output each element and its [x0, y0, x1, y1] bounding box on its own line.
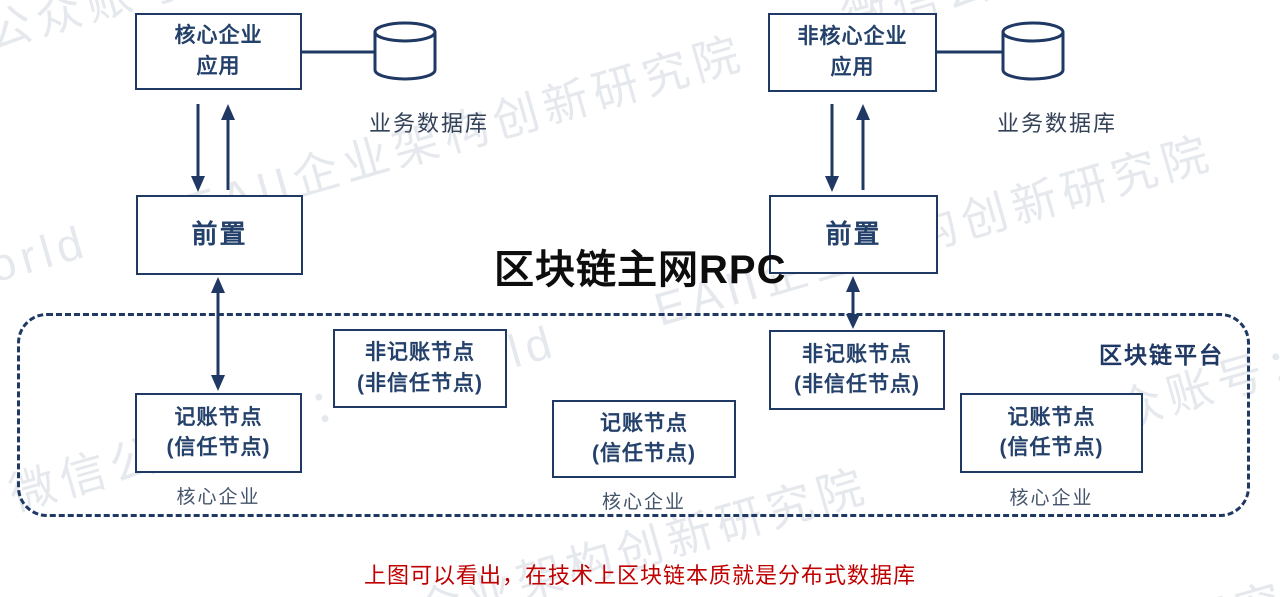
ledger-node-label: 记账节点 (信任节点) [166, 405, 271, 459]
ledger-node-caption-right: 核心企业 [1009, 488, 1094, 509]
ledger-node-caption-left: 核心企业 [176, 487, 261, 508]
business-database-left [372, 20, 438, 87]
front-box-right: 前置 [769, 195, 938, 274]
arrow-front-observer-right-double [846, 276, 860, 329]
front-label-left: 前置 [191, 219, 248, 250]
core-enterprise-app-box: 核心企业 应用 [135, 13, 302, 90]
ledger-node-box-right: 记账节点 (信任节点) [960, 393, 1143, 473]
arrow-front-to-noncoreapp-up [856, 104, 870, 190]
business-database-label-right: 业务数据库 [997, 111, 1118, 136]
observer-node-label: 非记账节点 (非信任节点) [794, 342, 920, 396]
arrow-front-to-coreapp-up [221, 104, 235, 190]
bottom-conclusion-text: 上图可以看出，在技术上区块链本质就是分布式数据库 [363, 563, 916, 588]
noncore-enterprise-app-label: 非核心企业 应用 [797, 25, 908, 79]
business-database-right [1000, 20, 1066, 87]
observer-node-box-right: 非记账节点 (非信任节点) [769, 330, 945, 410]
observer-node-box-left: 非记账节点 (非信任节点) [333, 329, 507, 408]
ledger-node-box-middle: 记账节点 (信任节点) [552, 400, 736, 478]
front-box-left: 前置 [136, 195, 303, 275]
arrow-front-ledger-left-double [211, 277, 225, 391]
database-cylinder-icon [1001, 21, 1065, 81]
business-database-label-left: 业务数据库 [369, 111, 490, 136]
ledger-node-label: 记账节点 (信任节点) [999, 405, 1104, 459]
ledger-node-label: 记账节点 (信任节点) [592, 411, 696, 465]
blockchain-platform-frame [17, 313, 1250, 517]
noncore-enterprise-app-box: 非核心企业 应用 [768, 13, 937, 92]
blockchain-platform-label: 区块链平台 [1099, 342, 1224, 368]
main-title: 区块链主网RPC [494, 248, 787, 292]
arrow-coreapp-to-front-down [191, 104, 205, 192]
core-enterprise-app-label: 核心企业 应用 [174, 24, 263, 78]
front-label-right: 前置 [825, 218, 882, 249]
ledger-node-caption-middle: 核心企业 [601, 492, 686, 513]
observer-node-label: 非记账节点 (非信任节点) [357, 341, 483, 395]
ledger-node-box-left: 记账节点 (信任节点) [135, 393, 302, 473]
arrow-noncoreapp-to-front-down [825, 104, 839, 192]
database-cylinder-icon [373, 21, 437, 81]
